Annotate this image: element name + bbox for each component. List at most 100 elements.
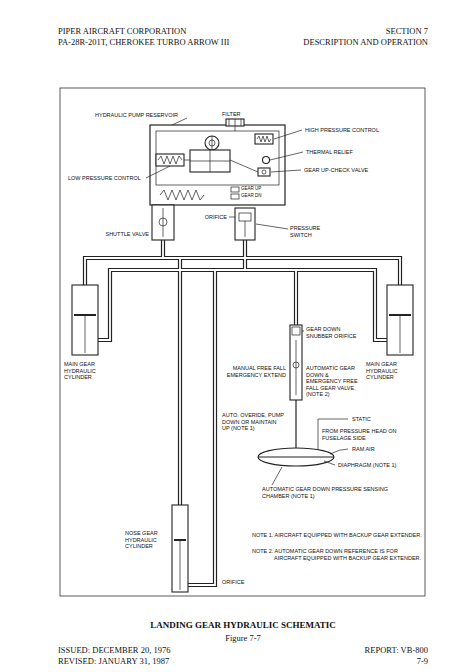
note-text: NOTE 1. AIRCRAFT EQUIPPED WITH BACKUP GE… <box>252 532 422 539</box>
part-label: AUTO. OVERIDE, PUMP DOWN OR MAINTAIN UP … <box>222 412 284 432</box>
pump-reservoir <box>212 136 213 150</box>
leader-line <box>172 118 187 125</box>
hydraulic-cylinder <box>400 315 401 353</box>
pump-reservoir <box>156 154 184 166</box>
pump-reservoir <box>229 119 230 126</box>
pump-reservoir <box>230 160 258 172</box>
diaphragm-chamber <box>258 419 348 466</box>
pump-reservoir <box>210 150 211 172</box>
part-label: MAIN GEAR HYDRAULIC CYLINDER <box>366 361 422 381</box>
footer-text: 7-9 <box>278 656 428 666</box>
part-label: ORIFICE <box>222 579 250 586</box>
diaphragm-chamber <box>330 449 348 454</box>
pump-reservoir <box>235 126 236 131</box>
hydraulic-cylinder <box>85 315 86 353</box>
note-text: NOTE 2. AUTOMATIC GEAR DOWN REFERENCE IS… <box>252 548 422 561</box>
hydraulic-pipe <box>178 258 182 505</box>
pump-reservoir <box>226 119 244 126</box>
part-label: HYDRAULIC PUMP RESERVOIR <box>95 112 187 119</box>
pump-reservoir <box>257 136 271 142</box>
part-label: FILTER <box>222 111 252 118</box>
part-label: LOW PRESSURE CONTROL <box>68 175 146 182</box>
part-label: SHUTTLE VALVE <box>89 231 149 238</box>
part-label: MAIN GEAR HYDRAULIC CYLINDER <box>64 361 122 381</box>
page-header: PIPER AIRCRAFT CORPORATION <box>58 26 273 36</box>
figure-frame <box>60 88 425 596</box>
diaphragm-chamber <box>258 456 334 457</box>
diaphragm-chamber <box>258 448 334 466</box>
page-header: SECTION 7 <box>278 26 428 36</box>
shuttle-valve <box>152 205 174 240</box>
page-header: DESCRIPTION AND OPERATION <box>278 37 428 47</box>
pump-reservoir <box>205 136 219 150</box>
leader-line <box>272 467 282 485</box>
hydraulic-pipe <box>294 270 298 325</box>
pump-reservoir <box>241 119 242 126</box>
figure-number: Figure 7-7 <box>143 633 343 643</box>
shuttle-valve <box>152 205 174 240</box>
pump-reservoir <box>231 194 239 199</box>
leader-line <box>324 461 335 465</box>
hydraulic-pipe <box>98 270 387 340</box>
part-label: NOSE GEAR HYDRAULIC CYLINDER <box>125 530 169 550</box>
port-label: GEAR UP <box>241 186 271 191</box>
leader-line <box>229 217 235 218</box>
pump-reservoir <box>263 157 270 164</box>
shuttle-valve <box>163 208 164 237</box>
leader-line <box>256 224 288 229</box>
hydraulic-cylinder <box>180 540 181 590</box>
pump-reservoir <box>160 190 204 200</box>
pressure-switch <box>235 208 255 240</box>
pressure-switch <box>235 208 255 240</box>
hydraulic-pipe <box>162 240 164 258</box>
pump-reservoir <box>190 150 230 172</box>
part-label: GEAR DOWN SNUBBER ORIFICE <box>306 326 366 339</box>
pump-reservoir <box>235 119 236 126</box>
part-label: AUTOMATIC GEAR DOWN & EMERGENCY FREE FAL… <box>306 365 364 398</box>
hydraulic-cylinder <box>387 285 413 355</box>
port-label: GEAR DN <box>241 193 271 198</box>
part-label: AUTOMATIC GEAR DOWN PRESSURE SENSING CHA… <box>262 486 392 499</box>
pump-reservoir <box>231 187 239 192</box>
free-fall-valve <box>290 325 302 400</box>
leader-line <box>271 170 301 172</box>
pressure-switch <box>239 213 251 221</box>
shuttle-valve <box>159 218 167 226</box>
part-label: RAM AIR <box>352 446 402 453</box>
figure-caption: LANDING GEAR HYDRAULIC SCHEMATIC <box>93 620 393 631</box>
pump-reservoir <box>156 131 279 185</box>
part-label: MANUAL FREE FALL EMERGENCY EXTEND <box>220 365 286 378</box>
diaphragm-chamber <box>318 419 348 450</box>
leader-line <box>146 118 335 485</box>
hydraulic-pipe <box>98 270 387 340</box>
footer-text: REVISED: JANUARY 31, 1987 <box>58 656 258 666</box>
part-label: ORIFICE <box>187 214 227 221</box>
leader-line <box>270 152 303 160</box>
footer-text: ISSUED: DECEMBER 20, 1976 <box>58 645 258 655</box>
part-label: HIGH PRESSURE CONTROL <box>305 127 405 134</box>
hydraulic-pipe <box>244 240 246 270</box>
page-header: PA-28R-201T, CHEROKEE TURBO ARROW III <box>58 37 273 47</box>
hydraulic-cylinder <box>172 505 188 592</box>
pump-reservoir <box>158 156 182 164</box>
pressure-switch <box>245 221 246 237</box>
hydraulic-cylinder <box>72 285 98 355</box>
free-fall-valve <box>292 327 300 335</box>
pump-reservoir <box>255 134 273 144</box>
free-fall-valve <box>296 340 297 395</box>
hydraulic-pipe <box>179 258 181 505</box>
part-label: STATIC <box>352 416 402 423</box>
free-fall-valve <box>290 325 302 448</box>
leader-line <box>146 166 170 178</box>
hydraulic-pipe <box>188 270 215 585</box>
pump-reservoir <box>150 119 285 205</box>
hydraulic-pipe <box>161 240 165 258</box>
part-label: DIAPHRAGM (NOTE 1) <box>338 462 418 469</box>
part-label: GEAR UP-CHECK VALVE <box>304 167 394 174</box>
pump-reservoir <box>150 125 285 205</box>
hydraulic-pipe <box>243 240 247 270</box>
leader-line <box>302 331 304 332</box>
hydraulic-pipe <box>85 258 400 285</box>
hydraulic-pipe <box>188 270 215 585</box>
